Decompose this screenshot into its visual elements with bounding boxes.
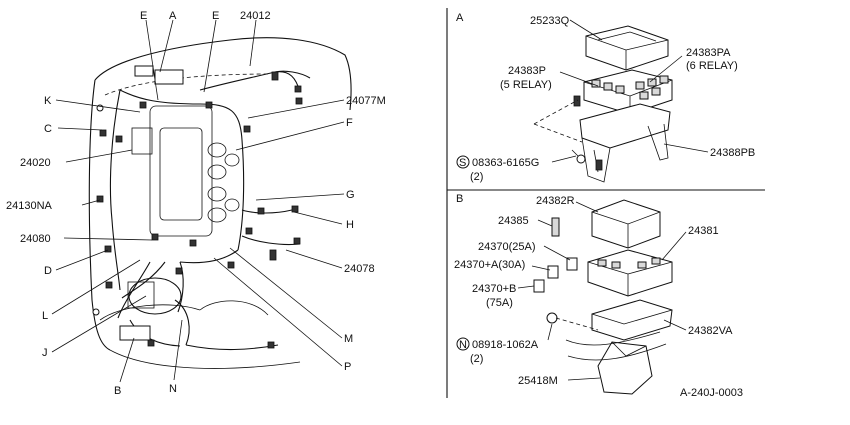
callout-p: P: [344, 361, 351, 373]
nut-part-number: 08918-1062A: [472, 339, 539, 351]
nut-symbol: N: [459, 339, 467, 351]
callout-n: N: [169, 383, 177, 395]
callout-h: H: [346, 219, 354, 231]
part-24078: 24078: [344, 263, 375, 275]
bolt-symbol: S: [459, 157, 466, 169]
figure-code: A-240J-0003: [680, 387, 743, 399]
part-24382va: 24382VA: [688, 325, 733, 337]
part-24370a-30a: 24370+A(30A): [454, 259, 525, 271]
bolt-quantity: (2): [470, 171, 483, 183]
bolt-symbol-circle: [456, 155, 470, 169]
part-24383pa-note: (6 RELAY): [686, 60, 738, 72]
callout-g: G: [346, 189, 355, 201]
part-24080: 24080: [20, 233, 51, 245]
part-24130na: 24130NA: [6, 200, 53, 212]
part-25233q: 25233Q: [530, 15, 570, 27]
callout-e-left: E: [140, 10, 147, 22]
section-b-letter: B: [456, 193, 463, 205]
section-b-fuse-box: B: [454, 193, 733, 395]
callout-c: C: [44, 123, 52, 135]
nut-quantity: (2): [470, 353, 483, 365]
callout-e-right: E: [212, 10, 219, 22]
callout-l: L: [42, 310, 48, 322]
section-a-letter: A: [456, 12, 464, 24]
part-24388pb: 24388PB: [710, 147, 755, 159]
part-24381: 24381: [688, 225, 719, 237]
part-24383p-note: (5 RELAY): [500, 79, 552, 91]
part-25418m: 25418M: [518, 375, 558, 387]
callout-f: F: [346, 117, 353, 129]
part-24020: 24020: [20, 157, 51, 169]
section-a-relay-box: A 25: [456, 12, 755, 183]
part-24370b: 24370+B: [472, 283, 516, 295]
part-24382r: 24382R: [536, 195, 575, 207]
fuse-24385-shape: [551, 217, 560, 237]
vehicle-harness-illustration: [88, 37, 352, 369]
callout-d: D: [44, 265, 52, 277]
part-24385: 24385: [498, 215, 529, 227]
left-leader-lines: [51, 19, 345, 383]
part-24383p: 24383P: [508, 65, 546, 77]
part-24077m: 24077M: [346, 95, 386, 107]
callout-b: B: [114, 385, 121, 397]
callout-a: A: [169, 10, 177, 22]
bolt-part-number: 08363-6165G: [472, 157, 539, 169]
part-24383pa: 24383PA: [686, 47, 731, 59]
callout-m: M: [344, 333, 353, 345]
left-callouts: E A E 24012 K C 24020 24130NA 24080 D L …: [6, 10, 386, 397]
callout-j: J: [42, 347, 48, 359]
part-24370-25a: 24370(25A): [478, 241, 536, 253]
part-24370b-note: (75A): [486, 297, 513, 309]
part-24012: 24012: [240, 10, 271, 22]
nut-symbol-circle: [456, 337, 470, 351]
callout-k: K: [44, 95, 52, 107]
